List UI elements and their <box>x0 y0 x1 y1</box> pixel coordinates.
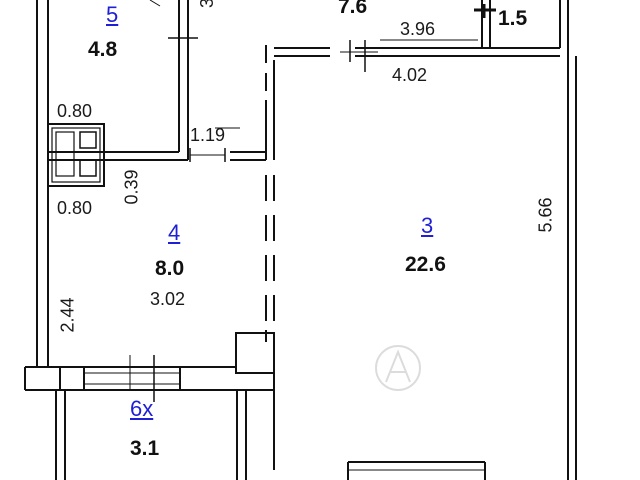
dimension-2-44: 2.44 <box>57 297 78 333</box>
dimension-0-80-top: 0.80 <box>57 101 93 121</box>
walls <box>24 0 577 480</box>
room-6x-area: 3.1 <box>130 437 160 460</box>
stove-fixture <box>47 123 105 187</box>
cian-logo-watermark <box>375 345 421 391</box>
dimension-0-39: 0.39 <box>121 169 142 205</box>
room-4-area: 8.0 <box>155 257 185 280</box>
dimension-partial-top: 3 <box>197 0 218 9</box>
dimension-1-19: 1.19 <box>190 125 226 145</box>
room-bath-area: 1.5 <box>498 7 528 30</box>
dimension-5-66: 5.66 <box>535 197 556 233</box>
room-4-number: 4 <box>168 220 181 245</box>
room-3-number: 3 <box>421 213 434 238</box>
dimension-3-02: 3.02 <box>150 289 186 309</box>
dimension-0-80-bottom: 0.80 <box>57 198 93 218</box>
room-6x-number: 6x <box>130 396 154 421</box>
room-3-area: 22.6 <box>405 253 446 276</box>
room-5-area: 4.8 <box>88 38 118 61</box>
room-5-number: 5 <box>106 2 119 27</box>
dimension-4-02: 4.02 <box>392 65 428 85</box>
dimension-3-96: 3.96 <box>400 19 436 39</box>
room-top-area: 7.6 <box>338 0 368 18</box>
